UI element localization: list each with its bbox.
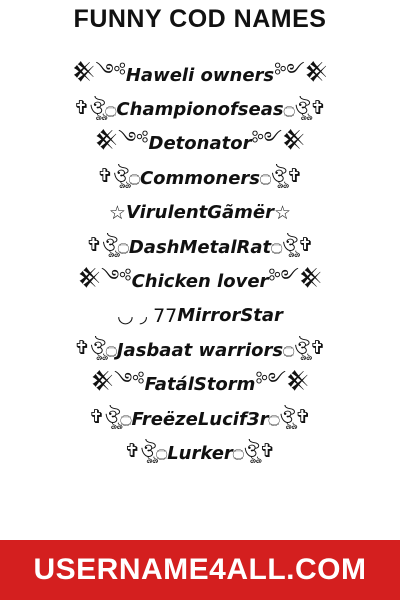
prefix-decoration: ✞ঔৣ۝ <box>124 440 168 463</box>
list-item: 𒆜༺Detonator༻𒆜 <box>0 127 400 161</box>
suffix-decoration: ۝ঔৣ✞ <box>271 234 314 257</box>
prefix-decoration: ✞ঔৣ۝ <box>73 96 117 119</box>
username: Championofseas <box>116 99 284 121</box>
list-item: ✞ঔৣ۝Jasbaat warriors۝ঔৣ✞ <box>0 333 400 367</box>
list-item: 𒆜༺FatálStorm༻𒆜 <box>0 368 400 402</box>
username: FatálStorm <box>144 374 256 396</box>
prefix-decoration: ◡ ◞ 77 <box>117 304 178 327</box>
page-title: FUNNY COD NAMES <box>73 5 327 33</box>
username: MirrorStar <box>177 305 283 327</box>
suffix-decoration: ༻𒆜 <box>268 266 323 289</box>
list-item: ✞ঔৣ۝FreëzeLucifЗr۝ঔৣ✞ <box>0 402 400 436</box>
username: DashMetalRat <box>128 236 272 258</box>
suffix-decoration: ۝ঔৣ✞ <box>268 406 312 429</box>
username: Jasbaat warriors <box>116 339 284 361</box>
list-item: ✞ঔৣ۝Commoners۝ঔৣ✞ <box>0 161 400 195</box>
prefix-decoration: ✞ঔৣ۝ <box>97 165 140 188</box>
footer-banner: USERNAME4ALL.COM <box>0 540 400 600</box>
prefix-decoration: ✞ঔৣ۝ <box>88 406 132 429</box>
suffix-decoration: ۝ঔৣ✞ <box>283 337 326 360</box>
prefix-decoration: 𒆜༺ <box>77 266 132 289</box>
site-name: USERNAME4ALL.COM <box>33 553 367 586</box>
suffix-decoration: ۝ঔৣ✞ <box>232 440 276 463</box>
prefix-decoration: ☆ <box>108 201 126 224</box>
list-item: ✞ঔৣ۝Lurker۝ঔৣ✞ <box>0 436 400 470</box>
prefix-decoration: 𒆜༺ <box>90 369 145 392</box>
list-item: ✞ঔৣ۝DashMetalRat۝ঔৣ✞ <box>0 230 400 264</box>
username: Chicken lover <box>131 271 269 293</box>
username: Commoners <box>139 167 261 189</box>
suffix-decoration: ༻𒆜 <box>251 128 306 151</box>
suffix-decoration: ۝ঔৣ✞ <box>283 96 327 119</box>
list-item: 𒆜༺Chicken lover༻𒆜 <box>0 264 400 298</box>
suffix-decoration: ۝ঔৣ✞ <box>260 165 303 188</box>
username: Detonator <box>148 133 252 155</box>
list-item: 𒆜༺Haweli owners༻𒆜 <box>0 58 400 92</box>
prefix-decoration: 𒆜༺ <box>94 128 149 151</box>
username: VirulentGãmër <box>125 202 275 224</box>
username: Lurker <box>167 442 233 464</box>
prefix-decoration: ✞ঔৣ۝ <box>74 337 117 360</box>
suffix-decoration: ☆ <box>274 201 292 224</box>
username: FreëzeLucifЗr <box>131 408 269 430</box>
list-item: ☆VirulentGãmër☆ <box>0 196 400 230</box>
names-list: 𒆜༺Haweli owners༻𒆜 ✞ঔৣ۝Championofseas۝ঔৣ✞… <box>0 58 400 471</box>
list-item: ✞ঔৣ۝Championofseas۝ঔৣ✞ <box>0 92 400 126</box>
prefix-decoration: ✞ঔৣ۝ <box>86 234 129 257</box>
suffix-decoration: ༻𒆜 <box>274 59 329 82</box>
username: Haweli owners <box>125 64 275 86</box>
prefix-decoration: 𒆜༺ <box>71 59 126 82</box>
suffix-decoration: ༻𒆜 <box>255 369 310 392</box>
